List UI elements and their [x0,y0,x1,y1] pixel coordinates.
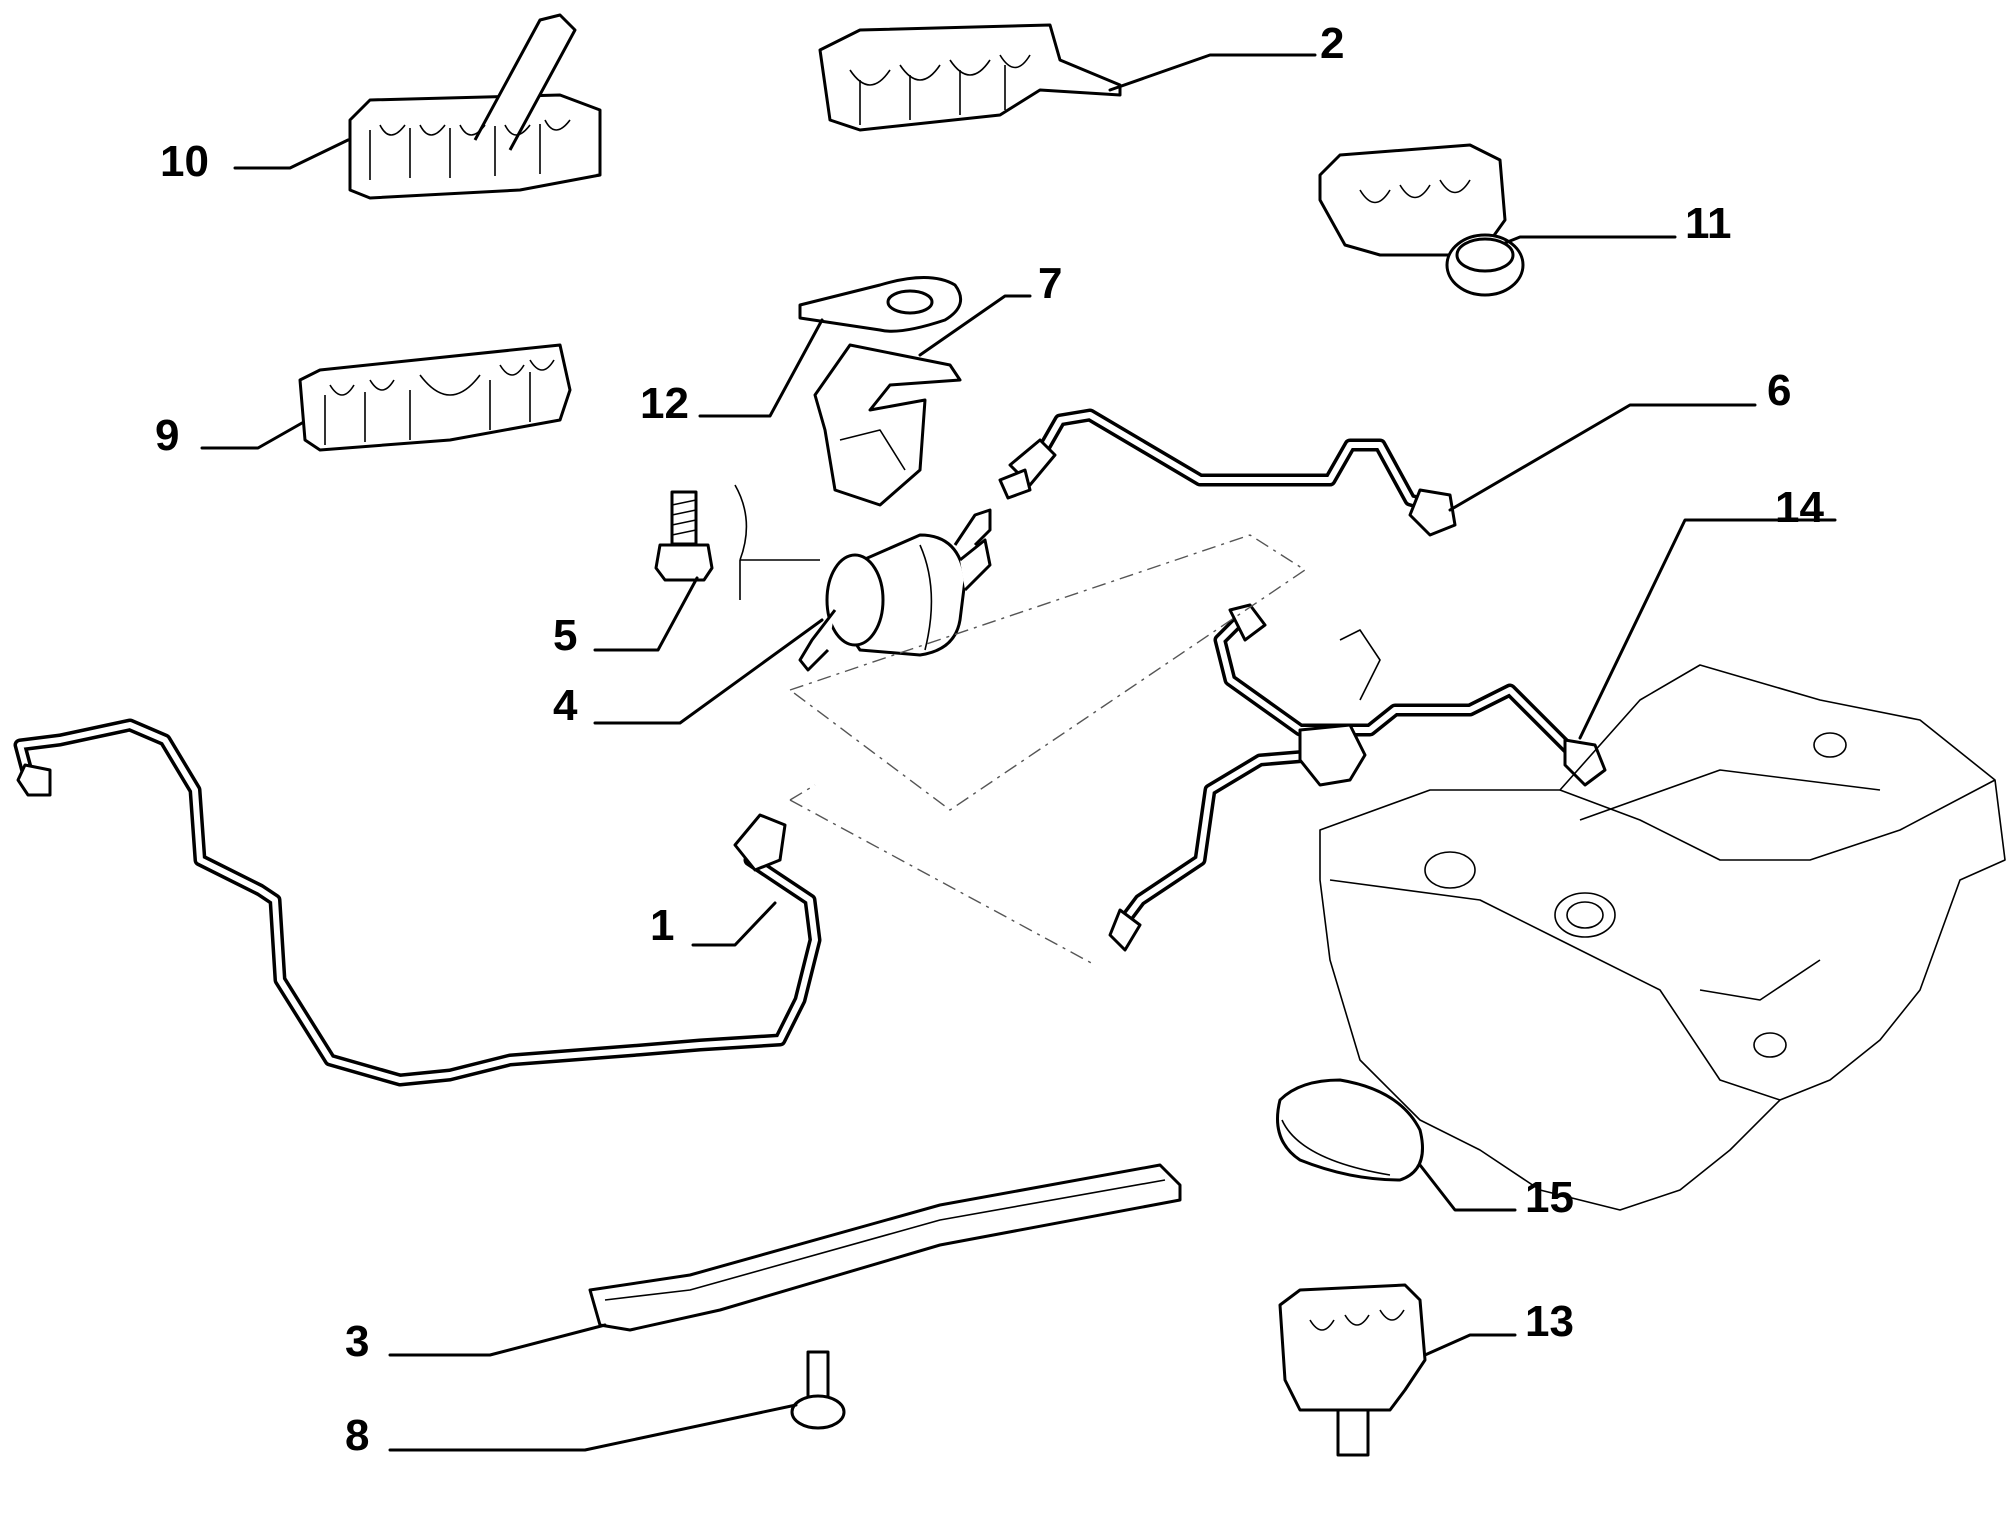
leader-2 [1108,53,1317,92]
callout-3: 3 [345,1317,369,1366]
leader-14 [1578,518,1837,740]
callout-7: 7 [1038,259,1062,308]
callout-4: 4 [553,681,578,730]
part-14-fuel-pipe-junction [1108,603,1607,952]
leader-10 [233,138,350,170]
leader-15 [1418,1163,1517,1212]
leader-7 [918,294,1032,357]
callout-11: 11 [1685,199,1732,248]
dashed-guide-pipe-to-tank [789,784,1096,966]
part-12-gasket-plate [798,276,963,333]
leader-3 [388,1323,607,1357]
part-9-pipe-clip [298,343,572,452]
leader-11 [1503,235,1677,245]
leader-12 [698,318,824,418]
callout-5: 5 [553,611,577,660]
part-7-mounting-bracket [813,343,962,507]
callout-13: 13 [1525,1297,1574,1346]
part-13-clip [1278,1283,1427,1457]
callout-15: 15 [1525,1173,1574,1222]
filter-bracket-bracket-mark [734,484,820,600]
part-15-cap [1276,1078,1424,1182]
callout-9: 9 [155,411,179,460]
part-2-clip-bracket [818,23,1122,132]
callout-14: 14 [1775,483,1824,532]
part-5-bolt [654,490,714,582]
part-11-clip-grommet [1318,143,1525,297]
part-8-screw [790,1350,846,1430]
callout-8: 8 [345,1411,369,1460]
callout-1: 1 [650,901,674,950]
dashed-guide-filter-to-tank [788,534,1307,811]
part-6-fuel-pipe [998,408,1457,537]
leader-13 [1423,1333,1517,1357]
leader-6 [1448,403,1757,512]
leader-9 [200,421,304,450]
callout-10: 10 [160,137,209,186]
part-4-fuel-filter [798,508,992,672]
leader-4 [593,618,824,725]
part-3-strip [588,1163,1182,1332]
callout-2: 2 [1320,19,1344,68]
leader-lines [200,53,1837,1452]
leader-5 [593,576,699,652]
callout-6: 6 [1767,366,1791,415]
leader-8 [388,1403,798,1452]
fuel-tank [1319,629,2006,1211]
part-1-fuel-pipe [13,718,822,1087]
callout-12: 12 [640,379,689,428]
part-10-pipe-clip [348,13,602,200]
leader-1 [691,901,777,947]
